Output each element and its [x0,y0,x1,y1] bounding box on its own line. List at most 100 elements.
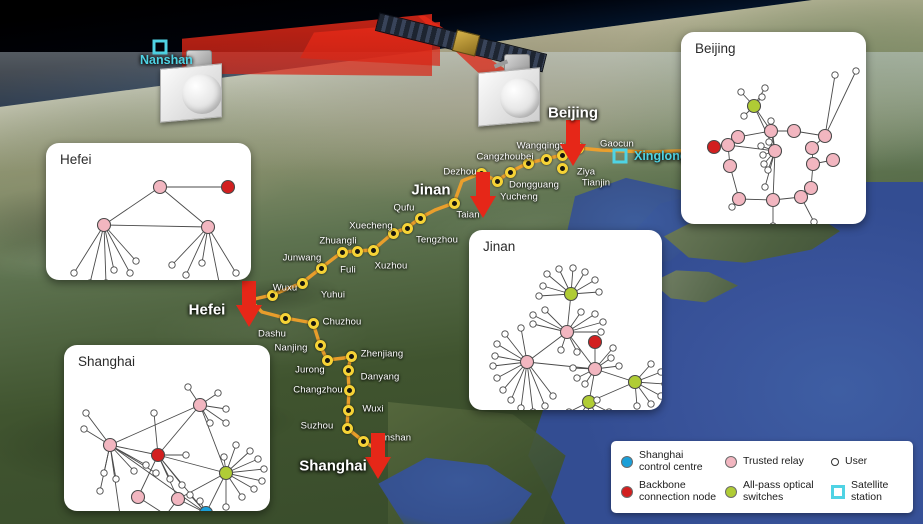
satellite-station-square-icon [831,485,845,499]
network-node-switch [627,374,643,390]
network-node-user [633,402,641,410]
network-node-user [126,269,134,277]
arrow-head [236,305,262,327]
network-node-user [577,308,585,316]
network-node-relay [767,143,783,159]
trunk-label-tengzhou: Tengzhou [415,234,459,246]
trunk-label-dongguang: Dongguang [508,179,560,191]
network-node-user [186,491,194,499]
network-node-user [758,93,766,101]
xinglong-ground-station-icon [474,52,546,128]
trunk-node-zhuangli [351,245,363,257]
nanshan-ground-station-icon [156,48,228,124]
network-edge [159,186,209,228]
network-node-relay [803,180,819,196]
network-edge [185,226,209,276]
network-node-user [166,475,174,483]
network-node-user [810,218,818,224]
trunk-label-junwang: Junwang [282,252,322,264]
network-node-relay [192,397,208,413]
trunk-node-tianjin [556,162,568,174]
inset-title-jinan: Jinan [483,239,516,254]
network-node-user [517,404,525,410]
network-node-relay [817,128,833,144]
network-node-backbone [150,447,166,463]
network-node-user [557,346,565,354]
solar-panel-left [374,12,460,51]
network-edge [824,70,857,137]
trunk-node-fuli [336,246,348,258]
satellite-station-label-nanshan: Nanshan [140,53,193,67]
trunk-node-wangqingtuo [556,149,568,161]
legend-item-trusted-relay: Trusted relay [725,455,831,468]
trunk-label-chuzhou: Chuzhou [322,316,362,328]
trunk-label-tianjin: Tianjin [581,177,611,189]
network-node-user [196,497,204,505]
arrow-shaft [476,172,490,198]
trunk-node-changzhou [343,384,355,396]
network-edge [171,226,209,266]
network-graph-beijing [706,67,860,224]
trunk-node-zhenjiang [345,350,357,362]
network-node-user [569,264,577,272]
network-node-user [150,409,158,417]
network-edge [103,224,209,228]
trunk-node-dongguang [504,166,516,178]
network-node-backbone [587,334,603,350]
network-node-user [539,282,547,290]
network-node-switch [581,394,597,410]
hub-label-jinan: Jinan [411,181,451,199]
telescope-dome [182,74,222,114]
inset-panel-beijing: Beijing [681,32,866,224]
network-node-user [609,344,617,352]
network-node-user [607,354,615,362]
network-node-user [657,368,662,376]
trunk-node-chuzhou [307,317,319,329]
network-node-user [647,360,655,368]
network-node-user [182,451,190,459]
network-node-user [549,392,557,400]
network-node-relay [786,123,802,139]
network-edge [526,361,554,397]
hub-arrow-beijing [560,120,586,166]
network-node-user [499,386,507,394]
network-node-user [238,493,246,501]
network-node-user [132,257,140,265]
trunk-node-ziya [540,153,552,165]
hub-label-hefei: Hefei [188,301,226,319]
network-node-relay [825,152,841,168]
network-node-user [232,269,240,277]
network-node-relay [102,437,118,453]
trusted-relay-dot-icon [725,456,737,468]
network-edge [526,361,596,370]
network-node-relay [765,192,781,208]
network-node-user [184,383,192,391]
trunk-label-nanjing: Nanjing [274,342,308,354]
trunk-node-qufu [414,212,426,224]
trunk-label-danyang: Danyang [360,371,400,383]
network-node-user [110,266,118,274]
network-node-user [222,503,230,511]
trunk-label-gaocun: Gaocun [600,138,634,150]
network-node-relay [730,129,746,145]
inset-panel-hefei: Hefei [46,143,251,280]
hub-label-shanghai: Shanghai [299,457,367,475]
network-edge [137,454,159,498]
trunk-label-suzhou: Suzhou [300,420,334,432]
network-node-user [728,203,736,211]
network-edge [103,224,115,271]
network-node-relay [722,158,738,174]
network-node-relay [793,189,809,205]
trunk-label-cangzhoubei: Cangzhoubei [476,151,534,163]
network-edge [103,224,131,274]
telescope-dome [500,78,540,118]
arrow-shaft [371,433,385,459]
network-node-user [615,362,623,370]
network-edge [99,444,111,492]
network-node-user [535,292,543,300]
network-node-user [760,160,768,168]
trunk-label-xuecheng: Xuecheng [349,220,393,232]
